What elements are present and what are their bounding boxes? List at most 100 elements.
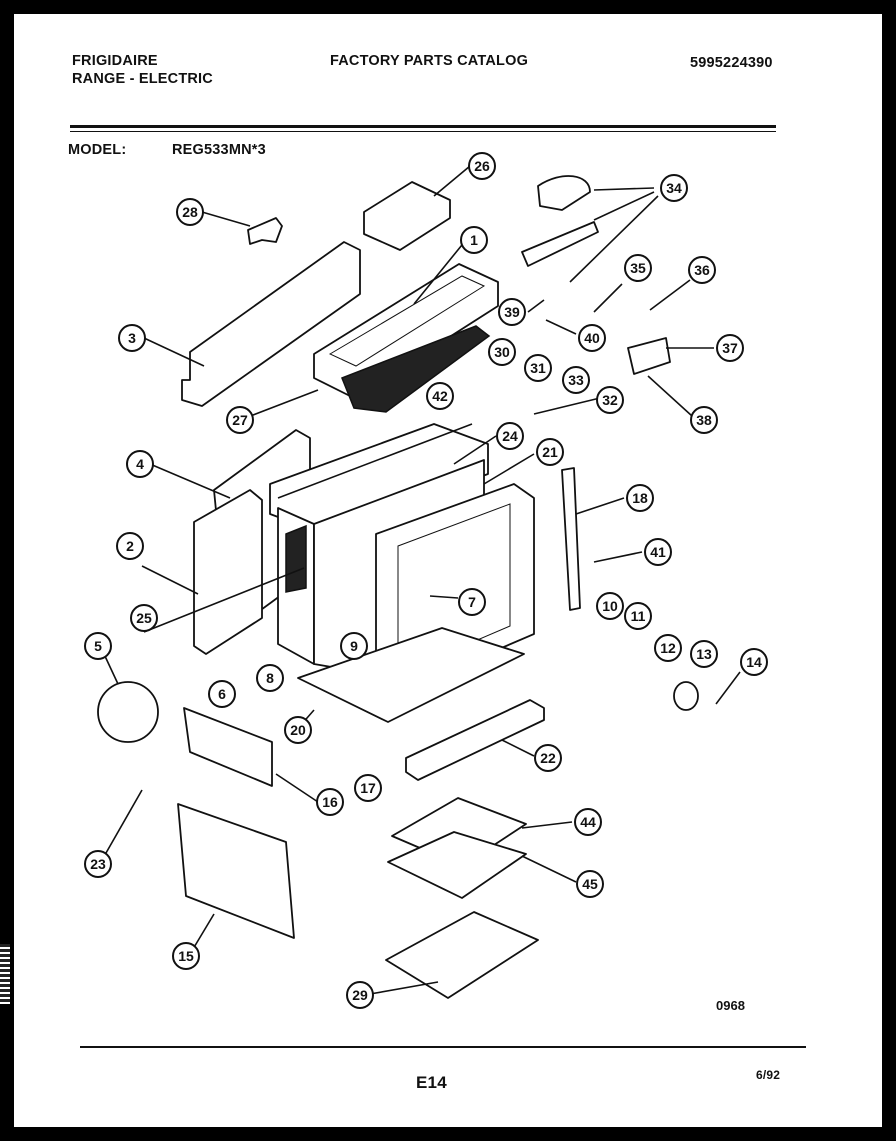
detail-circle-5 [97,681,159,743]
callout-bubble [740,648,768,676]
leader-24 [277,423,473,499]
callout-label: 45 [582,876,598,892]
callout-bubble [208,680,236,708]
callout-bubble [596,592,624,620]
callout-bubble [84,850,112,878]
callout-44: 44 [574,808,602,836]
callout-5: 5 [84,632,112,660]
leader-45 [521,855,577,883]
callout-label: 36 [694,262,710,278]
callout-label: 28 [182,204,198,220]
callout-label: 38 [696,412,712,428]
callout-29: 29 [346,981,374,1009]
panel-15 [177,803,295,939]
callout-3: 3 [118,324,146,352]
callout-bubble [690,640,718,668]
oven-top-liner [269,423,489,535]
callout-40: 40 [578,324,606,352]
callout-14: 14 [740,648,768,676]
callout-18: 18 [626,484,654,512]
callout-bubble [578,324,606,352]
leader-35 [593,283,623,313]
callout-label: 9 [350,638,358,654]
callout-label: 30 [494,344,510,360]
part-37 [627,337,671,375]
callout-bubble [256,664,284,692]
part-26-box [363,181,451,251]
callout-39: 39 [498,298,526,326]
callout-label: 5 [94,638,102,654]
leader-32 [533,397,601,415]
callout-24: 24 [496,422,524,450]
oven-opening [397,503,511,675]
callout-bubble [354,774,382,802]
callout-4: 4 [126,450,154,478]
callout-bubble [176,198,204,226]
callout-bubble [126,450,154,478]
callout-bubble [534,744,562,772]
callout-12: 12 [654,634,682,662]
callout-label: 16 [322,794,338,810]
callout-bubble [458,588,486,616]
callout-label: 17 [360,780,376,796]
leader-16 [275,773,319,803]
callout-bubble [118,324,146,352]
page-number: E14 [416,1073,447,1092]
callout-30: 30 [488,338,516,366]
callout-2: 2 [116,532,144,560]
model-value: REG533MN*3 [172,142,266,158]
callout-28: 28 [176,198,204,226]
model-label: MODEL: [68,142,127,158]
callout-bubble [576,870,604,898]
callout-35: 35 [624,254,652,282]
callout-bubble [498,298,526,326]
leader-26 [433,165,471,197]
callout-bubble [596,386,624,414]
leader-14 [715,671,741,705]
leader-2 [141,565,199,595]
leader-1 [413,239,467,305]
callout-bubble [688,256,716,284]
callout-7: 7 [458,588,486,616]
exploded-parts-diagram: 1234567891011121314151617182021222324252… [84,152,768,1013]
callout-label: 7 [468,594,476,610]
callout-bubble [496,422,524,450]
callout-25: 25 [130,604,158,632]
callout-label: 32 [602,392,618,408]
callout-26: 26 [468,152,496,180]
callout-10: 10 [596,592,624,620]
callout-bubble [284,716,312,744]
part-28-clip [247,217,283,245]
callout-label: 2 [126,538,134,554]
callout-label: 44 [580,814,596,830]
leader-4 [149,463,231,499]
callout-20: 20 [284,716,312,744]
callout-bubble [84,632,112,660]
callout-bubble [716,334,744,362]
callout-label: 20 [290,722,306,738]
callout-31: 31 [524,354,552,382]
leader-44 [521,821,573,829]
leader-25 [143,567,305,633]
callout-9: 9 [340,632,368,660]
catalog-number: 5995224390 [690,55,773,71]
callout-label: 10 [602,598,618,614]
callout-label: 6 [218,686,226,702]
callout-6: 6 [208,680,236,708]
callout-bubble [116,532,144,560]
callout-label: 39 [504,304,520,320]
callout-bubble [460,226,488,254]
callout-label: 34 [666,180,682,196]
callout-bubble [562,366,590,394]
callout-label: 41 [650,544,666,560]
top-assembly-detail [328,275,486,367]
callout-label: 12 [660,640,676,656]
callout-label: 21 [542,444,558,460]
parts-drawing [97,175,699,999]
catalog-title: FACTORY PARTS CATALOG [330,53,529,69]
callout-27: 27 [226,406,254,434]
callout-bubble [346,981,374,1009]
callout-16: 16 [316,788,344,816]
callout-23: 23 [84,850,112,878]
callout-13: 13 [690,640,718,668]
